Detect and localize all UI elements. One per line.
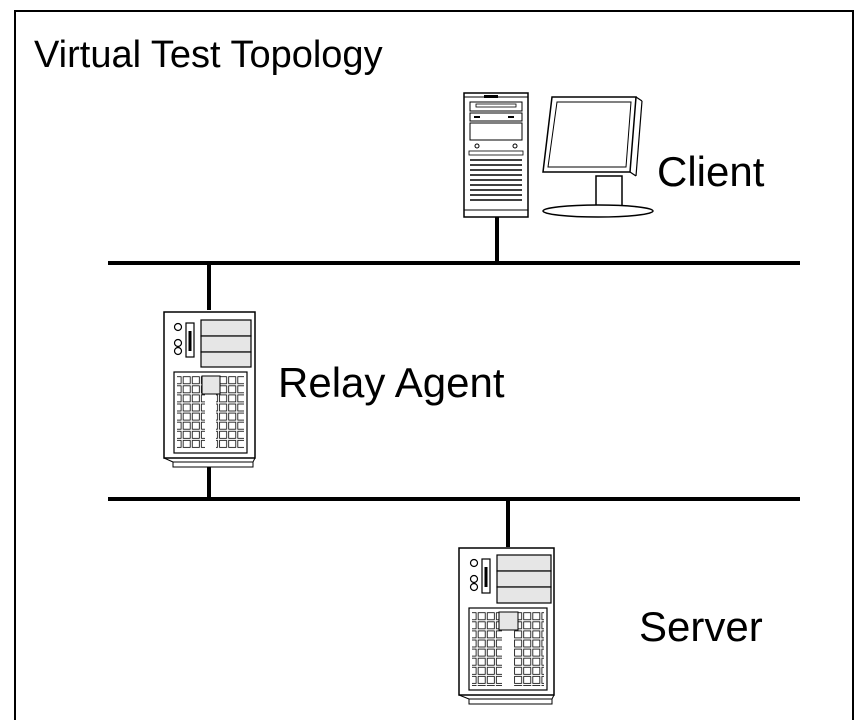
client-monitor [542,96,654,218]
client-label: Client [657,148,765,195]
diagram-title: Virtual Test Topology [34,34,383,76]
desktop-computer-icon [463,92,654,218]
relay-agent-label: Relay Agent [278,359,505,406]
diagram-frame [14,10,854,720]
server-label: Server [639,603,763,650]
client-tower [463,92,529,218]
server-tower-icon [163,311,256,468]
server-tower-icon [458,547,555,705]
